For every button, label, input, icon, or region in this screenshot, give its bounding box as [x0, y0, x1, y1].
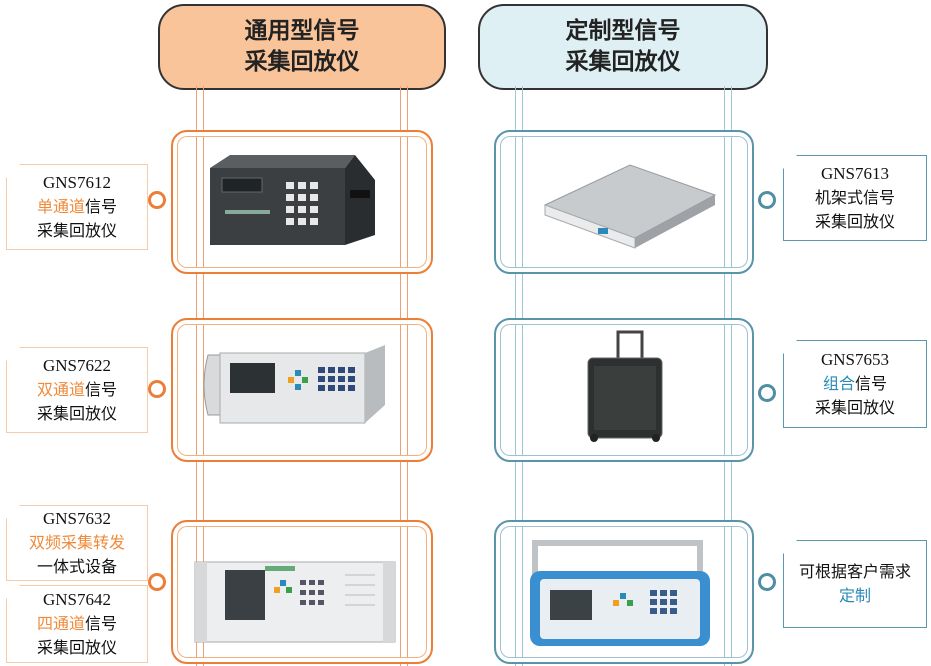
label-gns7653: GNS7653 组合信号 采集回放仪: [783, 340, 927, 428]
highlight-text: 定制: [838, 586, 871, 605]
header-left-line2: 采集回放仪: [244, 49, 360, 75]
model-number: GNS7642: [42, 590, 111, 609]
label-rest: 信号: [85, 614, 118, 633]
connector-dot: [148, 380, 166, 398]
highlight-text: 四通道: [36, 614, 85, 633]
connector-dot: [148, 191, 166, 209]
label-custom: 可根据客户需求 定制: [783, 540, 927, 628]
device-frame-gns7613: [494, 130, 754, 274]
label-line2: 机架式信号: [814, 188, 895, 207]
connector-dot: [758, 573, 776, 591]
device-frame-gns7632: [171, 520, 433, 664]
model-number: GNS7653: [820, 350, 889, 369]
header-customized: 定制型信号 采集回放仪: [478, 4, 768, 90]
label-line2: 四通道信号: [37, 612, 117, 636]
device-frame-gns7612: [171, 130, 433, 274]
model-number: GNS7632: [42, 509, 111, 528]
label-line1: 可根据客户需求: [798, 562, 911, 581]
label-gns7622: GNS7622 双通道信号 采集回放仪: [6, 347, 148, 433]
device-frame-gns7622: [171, 318, 433, 462]
left-rail-a: [196, 86, 204, 666]
label-rest: 信号: [85, 197, 118, 216]
label-line3: 一体式设备: [36, 557, 117, 576]
label-gns7613: GNS7613 机架式信号 采集回放仪: [783, 155, 927, 241]
right-rail-a: [515, 86, 523, 666]
label-line2: 双通道信号: [37, 378, 117, 402]
header-general-purpose: 通用型信号 采集回放仪: [158, 4, 446, 90]
device-image-gns7612: [210, 155, 375, 245]
highlight-text: 组合: [822, 374, 855, 393]
label-line3: 采集回放仪: [36, 638, 117, 657]
connector-dot: [758, 384, 776, 402]
model-number: GNS7613: [820, 164, 889, 183]
device-image-custom: [530, 540, 710, 646]
header-right-line2: 采集回放仪: [565, 49, 681, 75]
highlight-text: 单通道: [36, 197, 85, 216]
model-number: GNS7612: [42, 173, 111, 192]
label-line2: 双频采集转发: [29, 531, 125, 555]
label-rest: 信号: [855, 374, 888, 393]
connector-dot: [758, 191, 776, 209]
highlight-text: 双频采集转发: [28, 533, 125, 552]
highlight-text: 双通道: [36, 380, 85, 399]
label-line2: 单通道信号: [37, 195, 117, 219]
label-rest: 信号: [85, 380, 118, 399]
label-line3: 采集回放仪: [36, 221, 117, 240]
device-image-gns7653: [587, 330, 663, 442]
device-frame-gns7653: [494, 318, 754, 462]
label-line3: 采集回放仪: [36, 404, 117, 423]
device-frame-custom: [494, 520, 754, 664]
label-gns7642: GNS7642 四通道信号 采集回放仪: [6, 585, 148, 663]
device-image-gns7632: [194, 561, 396, 643]
left-rail-b: [400, 86, 408, 666]
label-gns7612: GNS7612 单通道信号 采集回放仪: [6, 164, 148, 250]
label-gns7632: GNS7632 双频采集转发 一体式设备: [6, 505, 148, 581]
header-left-line1: 通用型信号: [244, 18, 360, 44]
label-line3: 采集回放仪: [814, 212, 895, 231]
model-number: GNS7622: [42, 356, 111, 375]
label-line2: 组合信号: [823, 372, 887, 396]
connector-dot: [148, 573, 166, 591]
header-right-line1: 定制型信号: [565, 18, 681, 44]
device-image-gns7622: [203, 345, 385, 424]
label-line3: 采集回放仪: [814, 398, 895, 417]
device-image-gns7613: [543, 164, 717, 249]
right-rail-b: [724, 86, 732, 666]
